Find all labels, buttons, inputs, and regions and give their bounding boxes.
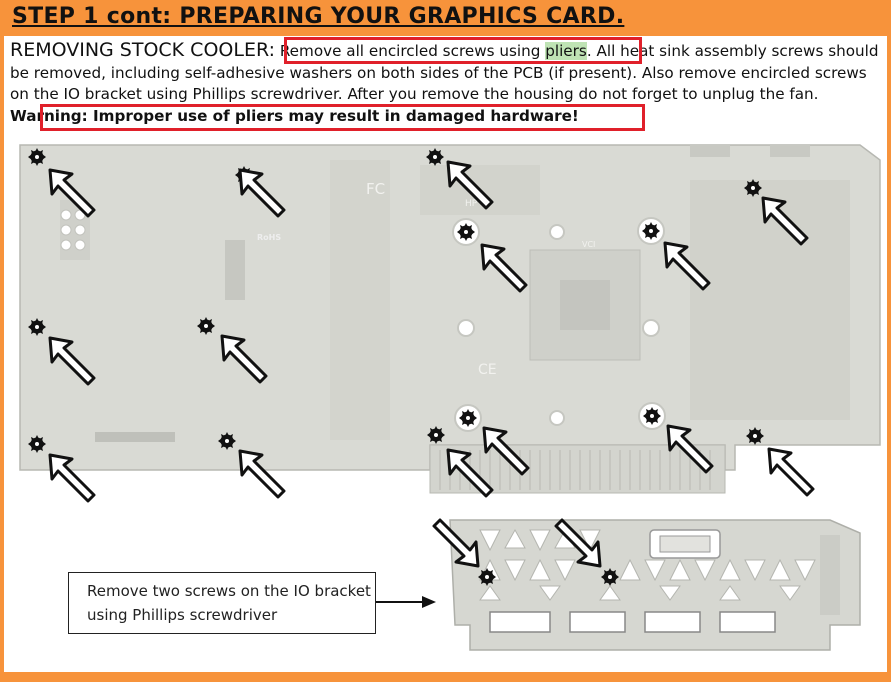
instructions-boxed-part1: Remove all encircled screws using xyxy=(279,42,546,60)
callout-text: Remove two screws on the IO bracket usin… xyxy=(87,582,371,624)
header-bar: STEP 1 cont: PREPARING YOUR GRAPHICS CAR… xyxy=(0,0,891,36)
instructions-boxed: Remove all encircled screws using pliers… xyxy=(280,42,592,60)
pliers-highlight: pliers xyxy=(545,42,587,60)
ce-mark: CE xyxy=(478,362,497,378)
fc-mark: FC xyxy=(366,180,385,198)
instructions-lead: REMOVING STOCK COOLER: xyxy=(10,39,275,61)
instructions-boxed-part2: . xyxy=(586,42,592,60)
instructions-text: REMOVING STOCK COOLER: Remove all encirc… xyxy=(10,39,880,127)
rohs-mark: RoHS xyxy=(257,233,281,242)
warning-box xyxy=(40,104,645,131)
callout-pointer-arrow xyxy=(376,596,436,608)
io-bracket xyxy=(449,519,861,651)
hp-mark: HP xyxy=(465,199,478,209)
graphics-card-pcb: RoHS FC CE HP VCI xyxy=(19,144,881,494)
warning-text: Warning: Improper use of pliers may resu… xyxy=(10,106,579,125)
bottom-strip xyxy=(0,672,891,682)
instructions-body: All heat sink assembly screws should be … xyxy=(10,42,879,103)
vcci-mark: VCI xyxy=(582,240,595,249)
arrow-icon xyxy=(767,447,815,497)
pliers-instruction-box xyxy=(284,37,642,64)
io-bracket-callout: Remove two screws on the IO bracket usin… xyxy=(68,572,376,634)
page-title: STEP 1 cont: PREPARING YOUR GRAPHICS CAR… xyxy=(12,4,625,29)
